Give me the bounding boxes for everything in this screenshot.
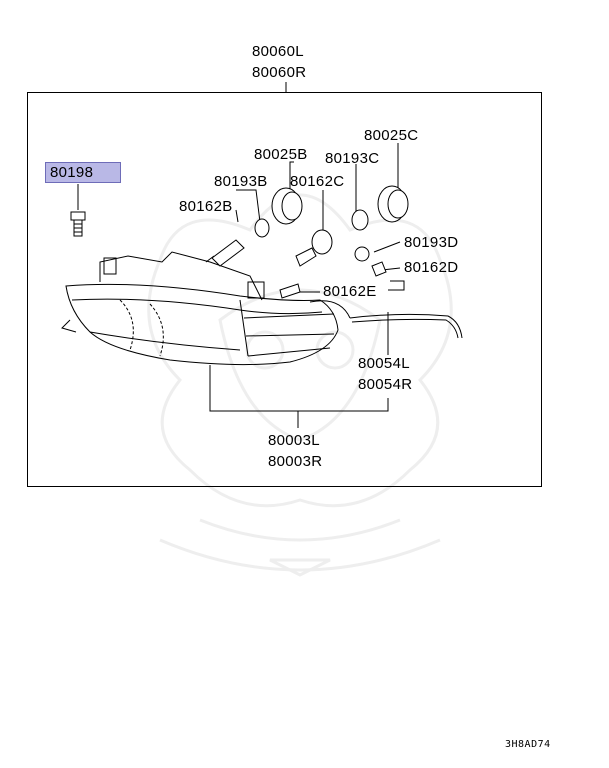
label-80162e: 80162E — [323, 283, 377, 300]
label-trim-left: 80054L — [358, 355, 410, 372]
label-trim-right: 80054R — [358, 376, 413, 393]
label-lamp-assy-right: 80003R — [268, 453, 323, 470]
label-80162b: 80162B — [179, 198, 233, 215]
label-80193d: 80193D — [404, 234, 459, 251]
label-housing-right: 80060R — [252, 64, 307, 81]
highlighted-part-label: 80198 — [50, 164, 94, 181]
label-80162d: 80162D — [404, 259, 459, 276]
bolt-80198 — [70, 211, 86, 237]
bulbs-and-sockets — [205, 185, 409, 299]
label-80025c: 80025C — [364, 127, 419, 144]
figure-code: 3H8AD74 — [505, 739, 551, 750]
label-80162c: 80162C — [290, 173, 345, 190]
headlamp-assembly — [61, 251, 463, 366]
label-80193c: 80193C — [325, 150, 380, 167]
label-housing-left: 80060L — [252, 43, 304, 60]
highlighted-part-80198[interactable]: 80198 — [45, 162, 121, 183]
assembly-frame — [27, 92, 542, 487]
label-80025b: 80025B — [254, 146, 308, 163]
label-80193b: 80193B — [214, 173, 268, 190]
label-lamp-assy-left: 80003L — [268, 432, 320, 449]
